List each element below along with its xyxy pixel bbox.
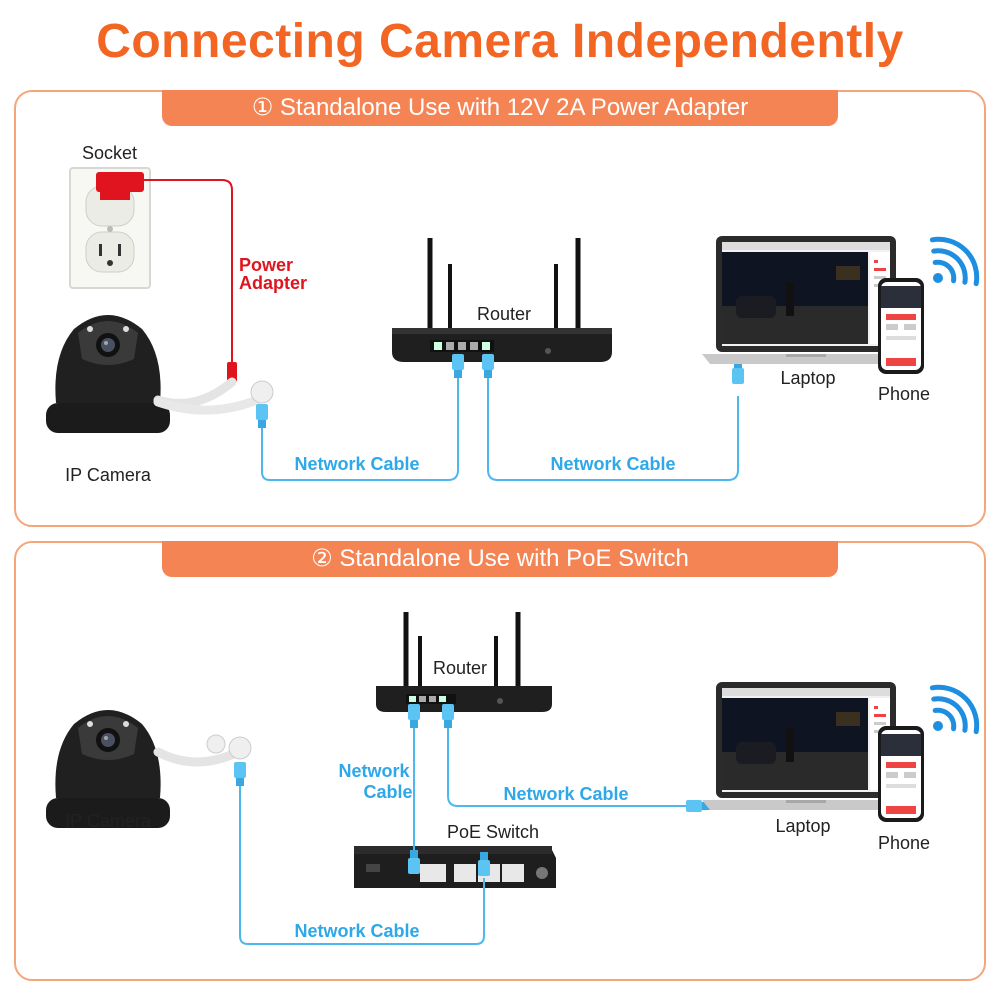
ip-camera-label-2: IP Camera xyxy=(65,811,151,831)
wifi-icon-2 xyxy=(932,676,987,731)
network-cable-router-laptop xyxy=(447,728,686,807)
router-label-1: Router xyxy=(476,304,532,324)
section2-header: ② Standalone Use with PoE Switch xyxy=(162,541,838,577)
router-icon-2 xyxy=(376,612,552,712)
network-cable-label-vertical-line1: Network xyxy=(338,761,410,781)
section1-header: ① Standalone Use with 12V 2A Power Adapt… xyxy=(162,90,838,126)
phone-label-2: Phone xyxy=(877,833,931,853)
wall-socket xyxy=(69,167,151,289)
power-adapter-cable xyxy=(140,179,233,362)
network-cable-2 xyxy=(487,378,739,481)
network-cable-label-bottom: Network Cable xyxy=(294,921,420,941)
phone-icon-1 xyxy=(878,278,924,374)
network-cable-label-1: Network Cable xyxy=(294,454,420,474)
power-adapter-label-line1: Power xyxy=(239,255,294,275)
power-adapter-plug xyxy=(227,362,237,382)
network-cable-label-vertical-line2: Cable xyxy=(363,782,413,802)
network-cable-label-2: Network Cable xyxy=(550,454,676,474)
router-label-2: Router xyxy=(432,658,488,678)
poe-switch-icon xyxy=(354,846,556,888)
router-icon-1 xyxy=(392,238,612,362)
network-cable-label-laptop: Network Cable xyxy=(503,784,629,804)
poe-switch-label: PoE Switch xyxy=(446,822,540,842)
power-adapter-label-line2: Adapter xyxy=(239,273,308,293)
ip-camera-label-1: IP Camera xyxy=(65,465,151,485)
wifi-icon-1 xyxy=(932,228,987,283)
socket-label: Socket xyxy=(82,143,138,163)
phone-icon-2 xyxy=(878,726,924,822)
phone-label-1: Phone xyxy=(877,384,931,404)
network-cable-1 xyxy=(261,378,459,481)
laptop-label-2: Laptop xyxy=(775,816,831,836)
page-title: Connecting Camera Independently xyxy=(96,15,904,68)
network-cable-camera-switch xyxy=(239,786,485,945)
laptop-label-1: Laptop xyxy=(780,368,836,388)
ip-camera-icon-1 xyxy=(46,315,170,433)
